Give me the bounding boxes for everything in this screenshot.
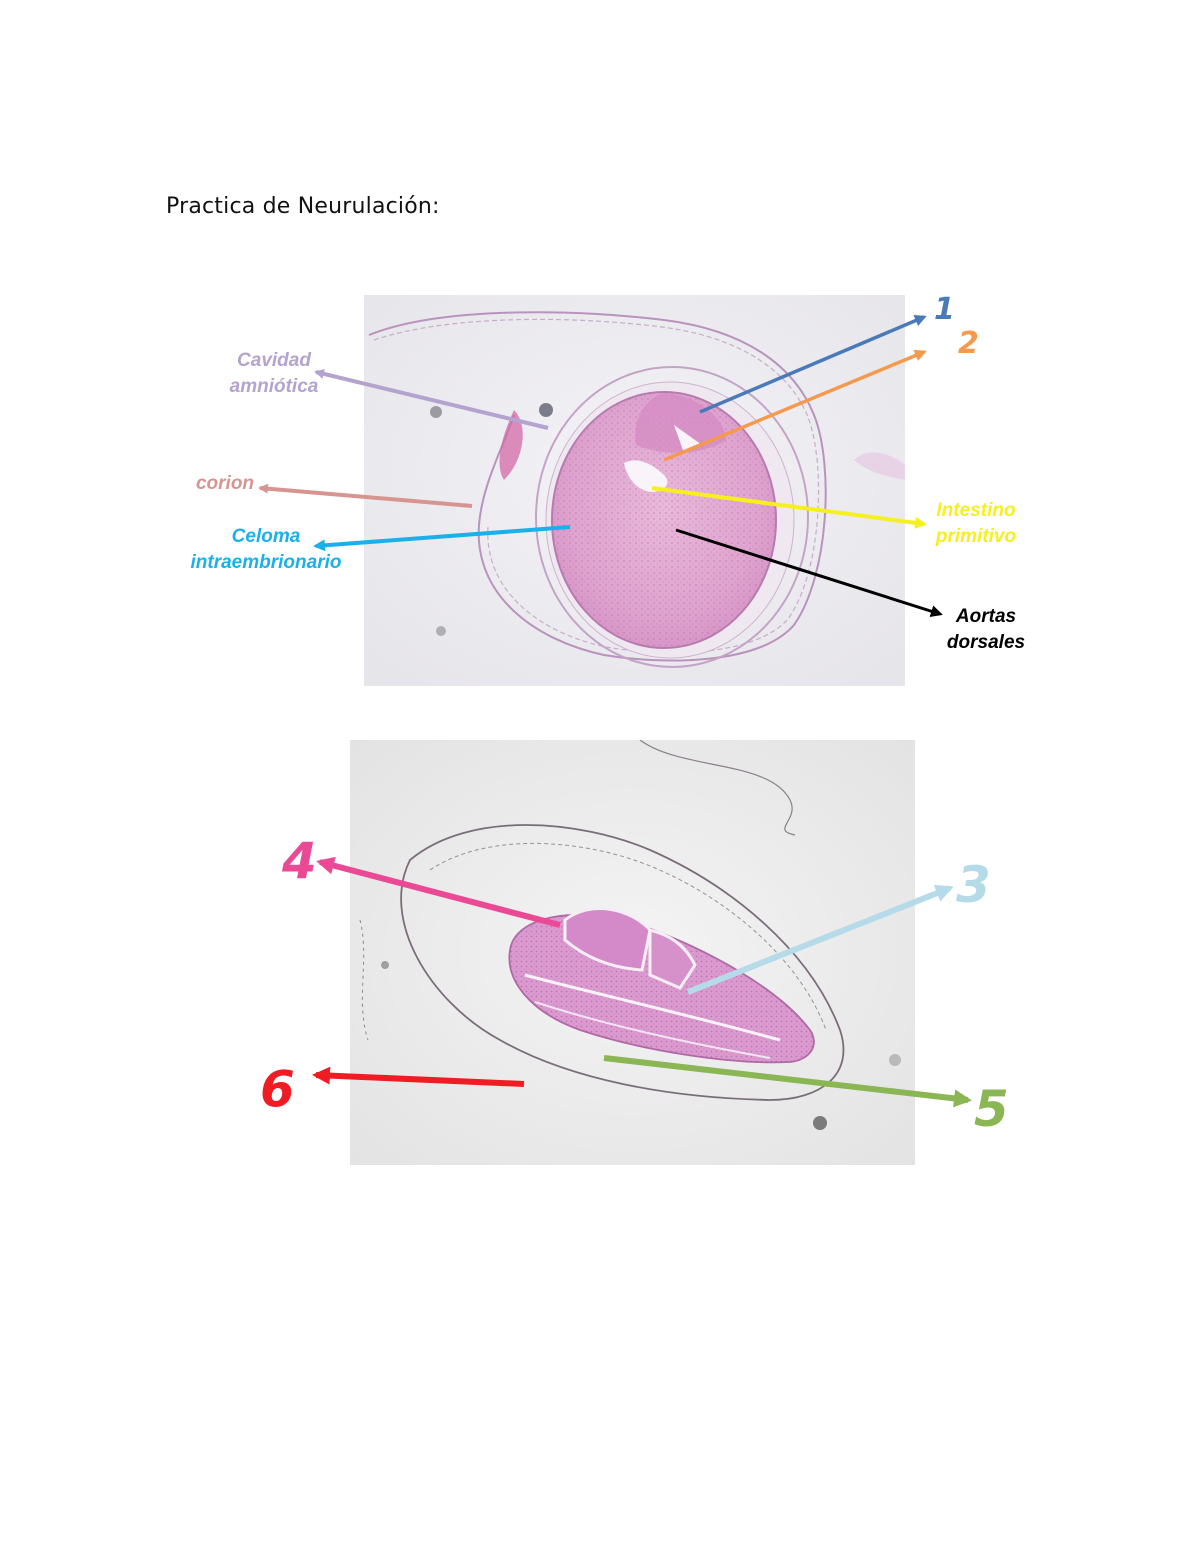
arrow-6: [312, 1066, 525, 1087]
label-line: intraembrionario: [190, 551, 342, 573]
arrow-1: [699, 314, 927, 414]
label-line: primitivo: [935, 525, 1017, 547]
label-intestino-primitivo: Intestino primitivo: [926, 498, 1026, 549]
arrow-corion: [258, 483, 473, 508]
label-line: amniótica: [229, 375, 319, 397]
label-6: 6: [260, 1060, 295, 1118]
arrow-2: [663, 349, 927, 462]
micrograph-transverse-section: [364, 295, 905, 686]
label-celoma-intraembrionario: Celoma intraembrionario: [178, 524, 354, 575]
label-line: Intestino: [936, 500, 1016, 521]
label-2: 2: [958, 326, 979, 361]
arrow-cavidad-amniotica: [314, 369, 549, 430]
label-corion: corion: [195, 473, 255, 494]
label-3: 3: [956, 856, 991, 914]
arrow-4: [316, 856, 561, 928]
arrow-celoma: [313, 525, 571, 552]
arrow-3: [686, 884, 954, 995]
label-line: Celoma: [231, 526, 301, 547]
micrograph-longitudinal-section: [350, 740, 915, 1165]
label-line: dorsales: [946, 631, 1026, 653]
arrow-aortas: [675, 528, 943, 617]
arrow-5: [603, 1055, 972, 1108]
arrow-intestino: [651, 486, 927, 529]
label-line: Cavidad: [237, 350, 311, 371]
label-4: 4: [282, 832, 317, 890]
label-5: 5: [974, 1080, 1009, 1138]
page-title: Practica de Neurulación:: [166, 194, 440, 219]
label-line: Aortas: [955, 606, 1017, 627]
label-aortas-dorsales: Aortas dorsales: [940, 604, 1032, 655]
label-cavidad-amniotica: Cavidad amniótica: [222, 348, 326, 399]
label-1: 1: [934, 292, 955, 327]
